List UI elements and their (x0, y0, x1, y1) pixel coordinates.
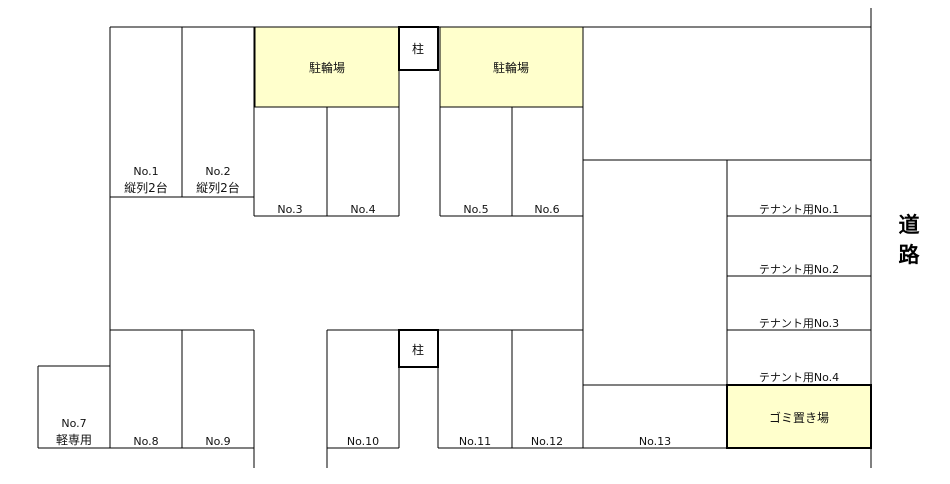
space-no5-label: No.5 (463, 203, 488, 216)
bicycle-parking-right-label: 駐輪場 (493, 60, 529, 75)
space-no10-label: No.10 (347, 435, 379, 448)
pillar-top (398, 26, 439, 71)
tenant-space-3-label: テナント用No.3 (759, 317, 839, 330)
space-no7-note: 軽専用 (56, 433, 92, 447)
space-no9-label: No.9 (205, 435, 230, 448)
pillar-top-label: 柱 (412, 41, 424, 56)
space-no7-label: No.7 (61, 417, 86, 430)
space-no13-label: No.13 (639, 435, 671, 448)
space-no11-label: No.11 (459, 435, 491, 448)
bicycle-parking-right-area (439, 26, 584, 108)
bicycle-parking-left-label: 駐輪場 (309, 60, 345, 75)
road-label-top: 道 (899, 213, 920, 237)
pillar-bottom-label: 柱 (412, 342, 424, 357)
pillar-bottom (398, 329, 439, 368)
tenant-space-1-label: テナント用No.1 (759, 203, 839, 216)
space-no1-label: No.1 (133, 165, 158, 178)
tenant-space-2-label: テナント用No.2 (759, 263, 839, 276)
road-label-bottom: 路 (899, 243, 921, 267)
space-no6-label: No.6 (534, 203, 559, 216)
space-no12-label: No.12 (531, 435, 563, 448)
garbage-area-label: ゴミ置き場 (769, 410, 829, 425)
plan-lines (37, 8, 872, 468)
space-no8-label: No.8 (133, 435, 158, 448)
space-no2-note: 縦列2台 (196, 180, 240, 195)
space-no3-label: No.3 (277, 203, 302, 216)
tenant-space-4-label: テナント用No.4 (759, 371, 839, 384)
garbage-area (726, 384, 872, 449)
space-no4-label: No.4 (350, 203, 375, 216)
bicycle-parking-left-area (254, 26, 400, 108)
space-no2-label: No.2 (205, 165, 230, 178)
space-no1-note: 縦列2台 (124, 180, 168, 195)
